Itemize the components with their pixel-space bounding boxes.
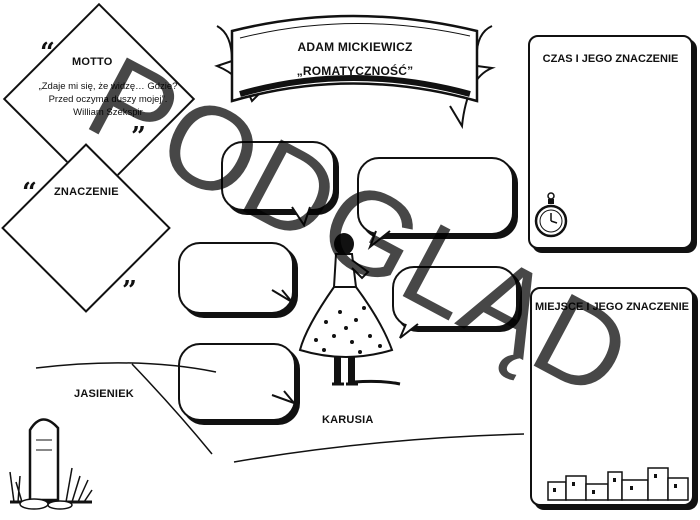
banner-title: „ROMATYCZNOŚĆ” xyxy=(296,64,414,78)
tombstone-icon xyxy=(9,418,93,510)
speech-bubble-4[interactable] xyxy=(392,266,518,328)
motto-attribution: William Szekspir xyxy=(73,107,143,118)
znaczenie-label: ZNACZENIE xyxy=(54,186,119,198)
motto-line-2: Przed oczyma duszy mojej”. xyxy=(48,94,168,105)
speech-bubble-5[interactable] xyxy=(178,343,296,421)
speech-bubble-1[interactable] xyxy=(221,141,335,211)
bubble-tail-4 xyxy=(399,323,419,339)
znaczenie-diamond xyxy=(1,143,171,313)
motto-open-quote: “ xyxy=(40,38,55,68)
speech-bubble-3[interactable] xyxy=(178,242,294,314)
motto-line-1: „Zdaje mi się, że widzę… Gdzie? xyxy=(38,81,178,92)
motto-label: MOTTO xyxy=(72,56,113,68)
karusia-label: KARUSIA xyxy=(322,414,374,426)
speech-bubble-2[interactable] xyxy=(357,157,514,235)
bubble-tail-1 xyxy=(291,206,311,228)
banner-ribbon-icon xyxy=(214,14,496,130)
girl-figure-icon xyxy=(298,233,401,386)
motto-close-quote: ” xyxy=(131,122,146,152)
motto-text: „Zdaje mi się, że widzę… Gdzie? Przed oc… xyxy=(38,80,178,119)
bubble-tail-5 xyxy=(271,390,298,406)
time-panel-title: CZAS I JEGO ZNACZENIE xyxy=(542,53,679,65)
pocket-watch-icon xyxy=(534,192,568,238)
writing-line-jasieniek xyxy=(35,362,217,455)
writing-line-karusia xyxy=(233,433,525,463)
bubble-tail-2 xyxy=(367,230,391,251)
place-panel-title: MIEJSCE I JEGO ZNACZENIE xyxy=(534,301,690,313)
banner-author: ADAM MICKIEWICZ xyxy=(297,40,413,54)
znaczenie-open-quote: “ xyxy=(22,178,37,208)
jasieniek-label: JASIENIEK xyxy=(74,388,134,400)
bubble-tail-3 xyxy=(271,289,293,303)
town-skyline-icon xyxy=(547,467,689,501)
znaczenie-close-quote: ” xyxy=(122,276,137,306)
